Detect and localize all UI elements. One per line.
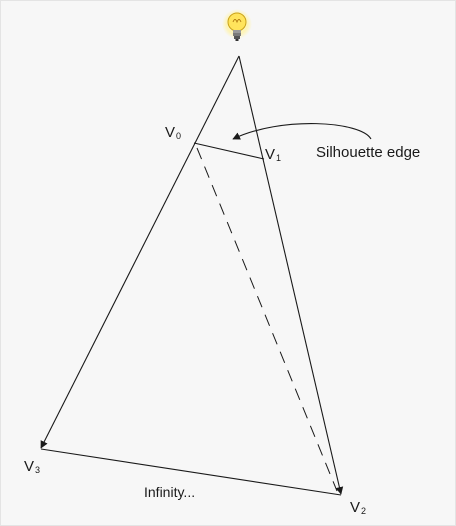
vertex-letter: V: [265, 146, 276, 163]
vertex-v2-label: V2: [350, 500, 366, 516]
vertex-index: 1: [276, 153, 282, 163]
ray-to-v3: [40, 55, 240, 449]
dashed-diagonal: [196, 147, 338, 492]
silhouette-edge: [193, 142, 265, 160]
vertex-v3-label: V3: [24, 459, 40, 475]
ray-to-v2: [238, 55, 344, 495]
infinity-edge: [40, 448, 342, 496]
vertex-v0-label: V0: [165, 125, 181, 141]
callout-arrow: [232, 123, 372, 140]
vertex-v1-label: V1: [265, 147, 281, 163]
vertex-index: 0: [176, 131, 182, 141]
light-bulb-icon: [222, 9, 252, 41]
silhouette-edge-label: Silhouette edge: [316, 144, 421, 161]
vertex-letter: V: [350, 499, 361, 516]
vertex-index: 2: [361, 506, 367, 516]
infinity-label: Infinity...: [144, 484, 196, 500]
vertex-letter: V: [165, 124, 176, 141]
vertex-letter: V: [24, 458, 35, 475]
vertex-index: 3: [35, 465, 41, 475]
